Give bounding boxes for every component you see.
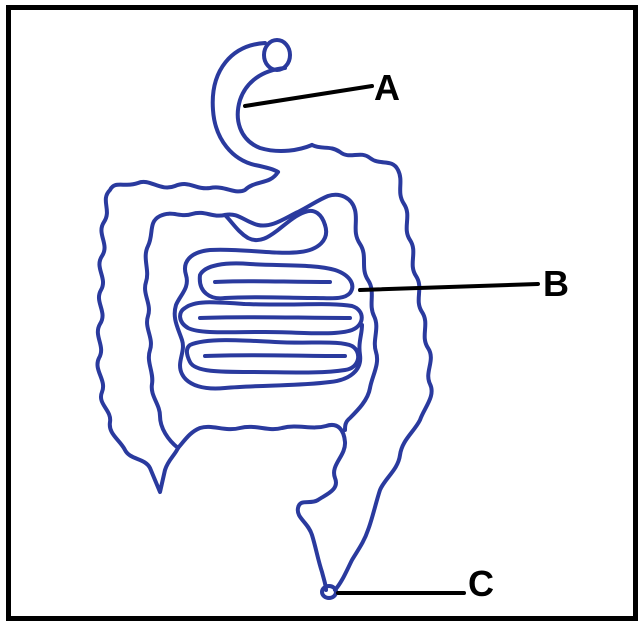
leader-line-a	[245, 86, 372, 106]
small-intestine-outer-loop	[175, 225, 362, 388]
tube-inner-wall	[238, 68, 312, 151]
small-intestine-coil-2	[215, 281, 330, 282]
label-c: C	[468, 563, 494, 604]
upper-tube	[213, 40, 312, 172]
large-intestine-right-outer	[312, 145, 432, 590]
label-a: A	[374, 67, 400, 108]
label-b: B	[543, 263, 569, 304]
large-intestine-inner	[178, 425, 345, 590]
tube-opening	[264, 40, 290, 70]
small-intestine-coil-6	[205, 355, 345, 356]
leader-line-b	[360, 284, 538, 290]
small-intestine-coil-4	[200, 317, 350, 318]
small-intestine	[175, 225, 362, 388]
